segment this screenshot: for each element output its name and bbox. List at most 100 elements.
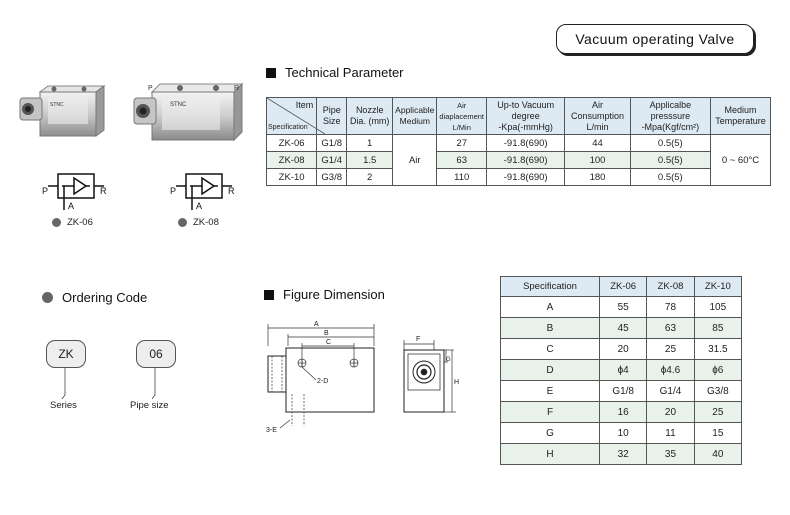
technical-parameter-heading: Technical Parameter: [266, 65, 404, 80]
table-cell: 10: [598, 422, 648, 444]
column-header-text: Air: [592, 99, 604, 110]
column-header-text: L/Min: [452, 122, 471, 132]
product-caption-zk08: ZK-08: [178, 217, 219, 228]
table-cell: 105: [693, 296, 743, 318]
column-header-text: Air: [457, 100, 467, 110]
dim-g-label: G: [446, 357, 451, 363]
dim-b-label: B: [324, 330, 329, 337]
symbol-r-label: R: [228, 186, 235, 196]
valve-symbol-zk06: P R A: [42, 173, 107, 210]
cell-spec: ZK-10: [265, 168, 318, 186]
diagonal-line-icon: [267, 98, 325, 134]
table-cell: G3/8: [693, 380, 743, 402]
column-header-text: Medium: [724, 105, 757, 115]
column-header-text: Pipe: [322, 105, 341, 115]
product-brand-zk06: STNC: [50, 102, 64, 108]
table-cell: 35: [646, 443, 695, 465]
column-header-text: Nozzle: [355, 105, 384, 115]
product-photo-zk08: P R STNC: [133, 82, 244, 142]
column-header-text: L/min: [586, 121, 609, 132]
pipe-size-label: Pipe size: [130, 400, 169, 411]
cell-pipe: G3/8: [316, 168, 348, 186]
product-caption-zk06: ZK-06: [52, 217, 93, 228]
pipe-size-code: 06: [149, 347, 163, 361]
column-header-text: degree: [511, 110, 540, 121]
table-cell: 20: [598, 338, 648, 360]
ordering-leader-lines: [61, 367, 156, 399]
cell-pressure: 0.5(5): [629, 168, 711, 186]
photo-port-p-label: P: [148, 85, 153, 92]
product-brand-zk08: STNC: [170, 102, 187, 108]
table-cell: A: [500, 296, 600, 318]
cell-displacement: 110: [436, 168, 488, 186]
product-label-zk06: ZK-06: [67, 217, 93, 228]
ordering-code-heading-text: Ordering Code: [62, 290, 148, 305]
cell-vacuum: -91.8(690): [486, 151, 566, 169]
table-cell: 25: [646, 338, 695, 360]
figure-dimension-heading-text: Figure Dimension: [283, 287, 385, 302]
table-row: ZK-08 G1/4 1.5 63 -91.8(690) 100 0.5(5): [265, 151, 771, 169]
cell-vacuum: -91.8(690): [486, 168, 566, 186]
table-cell: ɸ4.6: [646, 359, 695, 381]
table-cell: 16: [598, 401, 648, 423]
table-cell: 45: [598, 317, 648, 339]
table-cell: ɸ4: [598, 359, 648, 381]
column-header: ZK-06: [598, 276, 648, 297]
symbol-p-label: P: [42, 186, 48, 196]
bullet-dot-icon: [42, 292, 53, 303]
square-bullet-icon: [264, 289, 274, 300]
table-row: ZK-06 G1/8 1 Air 27 -91.8(690) 44 0.5(5)…: [265, 134, 772, 186]
figure-end-view: F G H: [403, 336, 459, 413]
table-cell: 78: [646, 296, 695, 318]
column-header-text: -Kpa(-mmHg): [498, 121, 553, 132]
ordering-code-heading: Ordering Code: [42, 290, 147, 305]
series-code: ZK: [58, 347, 74, 361]
series-code-box: ZK: [46, 340, 86, 368]
table-cell: 40: [693, 443, 743, 465]
cell-nozzle: 2: [346, 168, 394, 186]
cell-pressure: 0.5(5): [629, 151, 711, 169]
cell-temperature: 0 ~ 60°C: [709, 134, 772, 186]
table-cell: 25: [693, 401, 743, 423]
column-header-text: diaplacement: [439, 111, 485, 121]
dim-c-label: C: [326, 339, 331, 346]
cell-pipe: G1/4: [316, 151, 348, 169]
table-cell: 20: [646, 401, 695, 423]
dim-d-label: 2-D: [317, 378, 328, 385]
table-row: ZK-10 G3/8 2 110 -91.8(690) 180 0.5(5): [265, 168, 771, 186]
bullet-dot-icon: [52, 218, 61, 227]
product-photo-zk06: STNC: [19, 85, 106, 137]
photo-port-r-label: R: [234, 85, 239, 92]
table-cell: G1/8: [598, 380, 648, 402]
column-header-text: Consumption: [571, 110, 625, 121]
item-spec-header: Item Specification: [265, 97, 325, 135]
table-cell: 85: [693, 317, 743, 339]
table-header-row: Specification ZK-06 ZK-08 ZK-10: [500, 276, 743, 297]
cell-nozzle: 1.5: [346, 151, 394, 169]
table-cell: D: [500, 359, 600, 381]
column-header: ZK-08: [646, 276, 695, 297]
table-cell: 15: [693, 422, 743, 444]
dim-f-label: F: [416, 336, 420, 343]
dim-a-label: A: [314, 321, 319, 328]
cell-consumption: 180: [564, 168, 631, 186]
pipe-size-code-box: 06: [136, 340, 176, 368]
table-cell: G1/4: [646, 380, 695, 402]
cell-nozzle: 1: [346, 134, 394, 152]
bullet-dot-icon: [178, 218, 187, 227]
table-cell: C: [500, 338, 600, 360]
cell-spec: ZK-06: [265, 134, 318, 152]
table-cell: 32: [598, 443, 648, 465]
series-label: Series: [50, 400, 77, 411]
